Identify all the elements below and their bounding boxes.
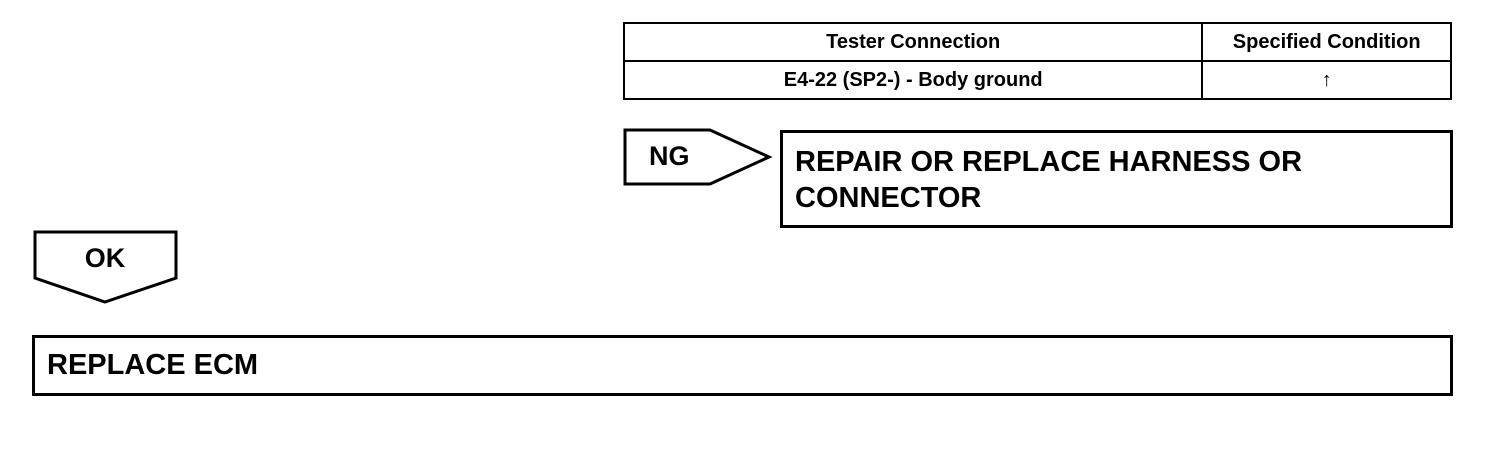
ok-branch-arrow: OK <box>33 230 179 306</box>
ok-result-text: REPLACE ECM <box>47 349 259 381</box>
ok-result-box: REPLACE ECM <box>32 335 1453 396</box>
ng-branch-arrow: NG <box>623 128 773 188</box>
down-arrow-tab-shape <box>33 230 178 304</box>
ng-result-text: REPAIR OR REPLACE HARNESS OR CONNECTOR <box>795 146 1303 214</box>
table-header-row: Tester Connection Specified Condition <box>622 22 1452 62</box>
tester-connection-cell: E4-22 (SP2-) - Body ground <box>622 60 1204 100</box>
specification-table: Tester Connection Specified Condition E4… <box>622 22 1452 100</box>
ng-label: NG <box>649 141 690 171</box>
specified-condition-cell: ↑ <box>1201 60 1452 100</box>
ok-label: OK <box>84 243 126 273</box>
ng-result-box: REPAIR OR REPLACE HARNESS OR CONNECTOR <box>780 130 1453 228</box>
right-arrow-tab-shape <box>623 128 773 186</box>
table-row: E4-22 (SP2-) - Body ground ↑ <box>622 60 1452 100</box>
specified-condition-header: Specified Condition <box>1201 22 1452 62</box>
tester-connection-header: Tester Connection <box>622 22 1204 62</box>
